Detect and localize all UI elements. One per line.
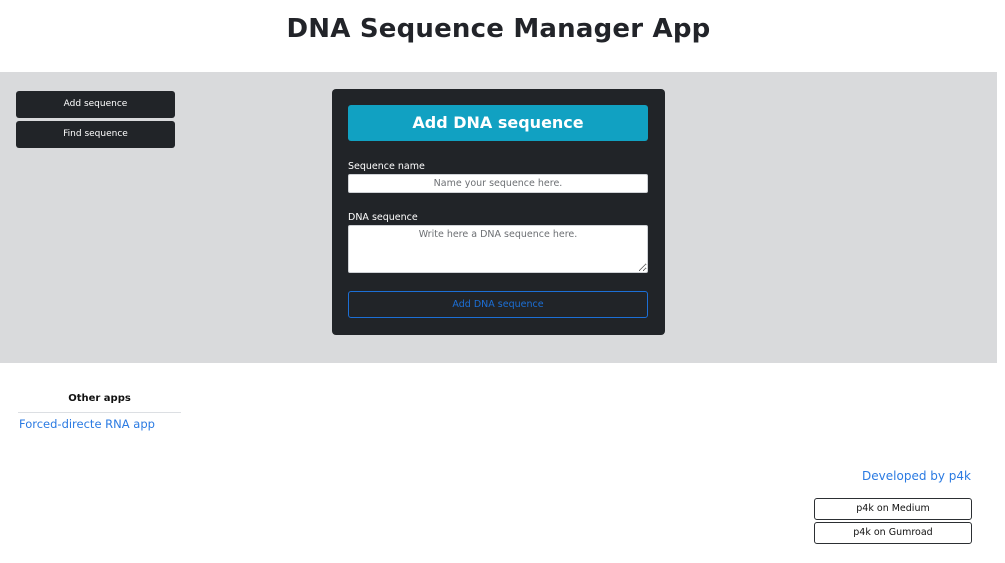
add-sequence-form: Add DNA sequence Sequence name DNA seque… [332, 89, 665, 335]
form-heading: Add DNA sequence [348, 105, 648, 141]
forced-directed-rna-app-link[interactable]: Forced-directe RNA app [19, 417, 155, 431]
add-dna-sequence-submit-button[interactable]: Add DNA sequence [348, 291, 648, 318]
other-apps-title: Other apps [68, 393, 131, 404]
dna-sequence-textarea[interactable] [348, 225, 648, 273]
find-sequence-button[interactable]: Find sequence [16, 121, 175, 148]
dna-sequence-label: DNA sequence [348, 212, 418, 223]
other-apps-divider [18, 412, 181, 413]
p4k-medium-button[interactable]: p4k on Medium [814, 498, 972, 520]
developer-credit[interactable]: Developed by p4k [862, 469, 971, 483]
p4k-gumroad-button[interactable]: p4k on Gumroad [814, 522, 972, 544]
page-title: DNA Sequence Manager App [286, 14, 711, 44]
sequence-name-input[interactable] [348, 174, 648, 193]
sequence-name-label: Sequence name [348, 161, 425, 172]
add-sequence-button[interactable]: Add sequence [16, 91, 175, 118]
